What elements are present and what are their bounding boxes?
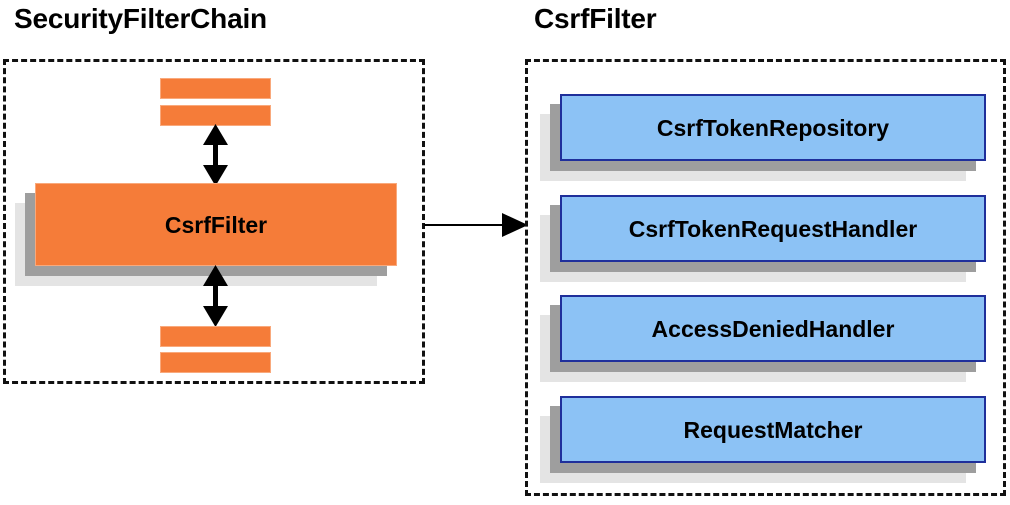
panel-security-filter-chain: [3, 59, 425, 384]
node-csrf-token-request-handler[interactable]: CsrfTokenRequestHandler: [540, 195, 986, 282]
node-label: CsrfTokenRepository: [656, 114, 890, 141]
filter-stub-bottom-2: [160, 352, 271, 373]
filter-stub-top-2: [160, 105, 271, 126]
node-label: CsrfTokenRequestHandler: [628, 215, 918, 242]
double-arrow-bottom-icon: [203, 265, 228, 327]
panel-title-security-filter-chain: SecurityFilterChain: [14, 3, 267, 34]
node-face: CsrfFilter: [35, 183, 397, 266]
node-label: AccessDeniedHandler: [651, 315, 895, 342]
node-access-denied-handler[interactable]: AccessDeniedHandler: [540, 295, 986, 382]
filter-stub-bottom-1: [160, 326, 271, 347]
panel-csrf-filter: [525, 59, 1006, 496]
node-face: CsrfTokenRepository: [560, 94, 986, 161]
filter-stub-top-1: [160, 78, 271, 99]
node-face: AccessDeniedHandler: [560, 295, 986, 362]
node-label: RequestMatcher: [683, 416, 863, 443]
node-csrf-filter[interactable]: CsrfFilter: [15, 183, 397, 286]
panel-title-csrf-filter: CsrfFilter: [534, 3, 657, 34]
double-arrow-top-icon: [203, 124, 228, 186]
node-request-matcher[interactable]: RequestMatcher: [540, 396, 986, 483]
cross-panel-arrow-icon: [424, 213, 528, 237]
node-label: CsrfFilter: [164, 211, 268, 238]
node-face: CsrfTokenRequestHandler: [560, 195, 986, 262]
node-face: RequestMatcher: [560, 396, 986, 463]
node-csrf-token-repository[interactable]: CsrfTokenRepository: [540, 94, 986, 181]
